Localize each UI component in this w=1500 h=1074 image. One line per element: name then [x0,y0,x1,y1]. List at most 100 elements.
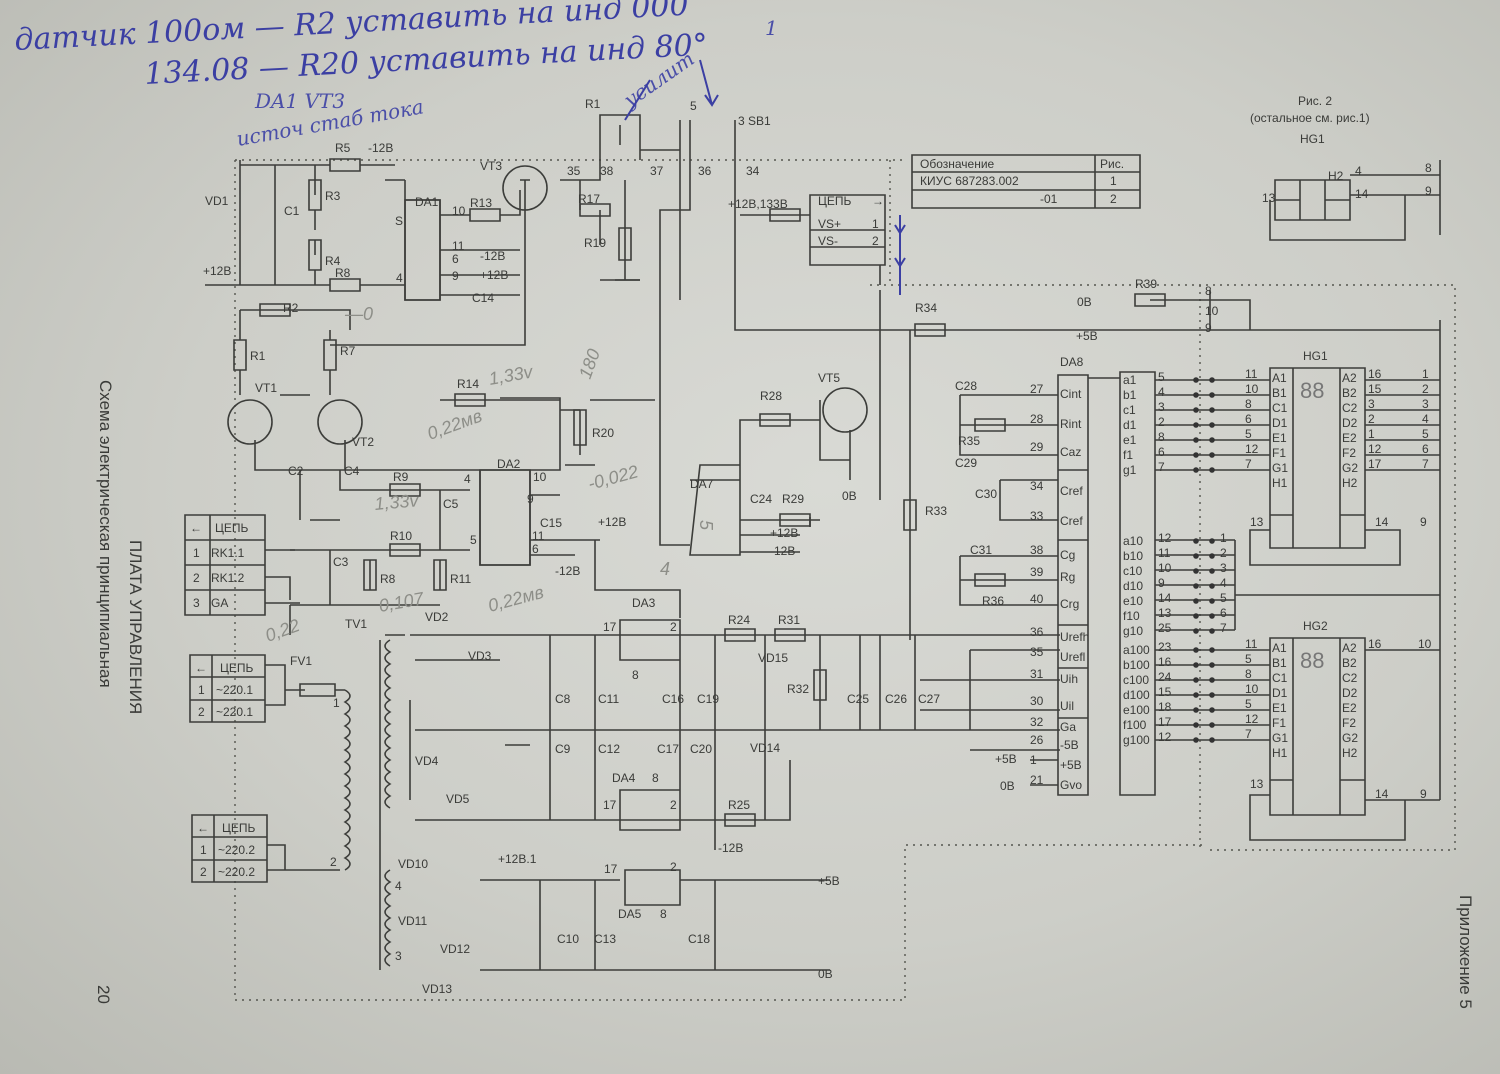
da8-pin-number: 27 [1030,382,1044,396]
segment-pin: H1 [1272,476,1288,490]
da8-part-label: R35 [958,434,980,448]
da8-output-name: a100 [1123,643,1150,657]
connector-net: RK1.2 [211,571,245,585]
seven-segment-digits: 88 [1300,648,1324,673]
component-label: C1 [284,204,300,218]
component-label: R8 [335,266,351,280]
segment-pin-number: 5 [1245,697,1252,711]
da8-output-name: d10 [1123,579,1143,593]
component-label: 2 [670,620,677,634]
component-label: C14 [472,291,494,305]
junction-dot [1209,568,1215,574]
component-label: 9 [452,269,459,283]
junction-dot [1209,377,1215,383]
da8-output-pin: 11 [1158,546,1171,560]
da8-output-name: f100 [1123,718,1147,732]
component-label: VD14 [750,741,780,755]
component-label: VD12 [440,942,470,956]
component-label: DA3 [632,596,656,610]
component-label: C8 [555,692,571,706]
da8-pin-name: Gvo [1060,778,1082,792]
component-label: C25 [847,692,869,706]
segment-pin: G1 [1272,461,1288,475]
figure-pin-label: 8 [1425,161,1432,175]
da8-output-name: a1 [1123,373,1137,387]
segment-pin: H2 [1342,476,1358,490]
segment-pin-number: 8 [1245,397,1252,411]
bus-pin: 5 [1220,591,1227,605]
da8-part-label: C31 [970,543,992,557]
segment-pin: H1 [1272,746,1288,760]
da8-pin-name: Uih [1060,672,1078,686]
segment-pin-number: 16 [1368,637,1382,651]
connector-arrow: → [872,194,884,208]
da8-output-pin: 4 [1158,385,1165,399]
figure-pin-label: 4 [1355,164,1362,178]
component-label: 10 [533,470,547,484]
da8-part-label: C30 [975,487,997,501]
component-label: C11 [598,692,619,706]
da8-pin-name: Rg [1060,570,1075,584]
component-label: R14 [457,377,479,391]
wires [184,114,1441,971]
junction-dot [1193,467,1199,473]
connector-arrow: ← [195,661,207,675]
component-label: R33 [925,504,947,518]
segment-pin-number: 12 [1245,442,1259,456]
board-title: ПЛАТА УПРАВЛЕНИЯ [126,540,145,714]
component-label: 5 [470,533,477,547]
da8-output-name: g10 [1123,624,1143,638]
da8-output-pin: 10 [1158,561,1172,575]
da8-output-pin: 24 [1158,670,1172,684]
component-label: 8 [1205,284,1212,298]
component-label: HG2 [1303,619,1328,633]
component-label: -12В [368,141,393,155]
segment-pin-number: 17 [1368,457,1382,471]
da8-pin-name: Cref [1060,514,1083,528]
component-label: R13 [470,196,492,210]
component-label: R8 [380,572,396,586]
bus-pin: 1 [1422,367,1429,381]
pin-label: 13 [1250,515,1264,529]
component-label: +12В,133В [728,197,788,211]
component-label: C5 [443,497,459,511]
component-label: +12В [203,264,231,278]
da8-output-name: f10 [1123,609,1140,623]
table-cell: -01 [1040,192,1058,206]
component-label: VD1 [205,194,229,208]
segment-pin: B2 [1342,386,1357,400]
connector-pin: 2 [198,705,205,719]
junction-dot [1209,692,1215,698]
connector-net: GA [211,596,228,610]
pin-label: 9 [1420,515,1427,529]
da8-pin-name: +5В [1060,758,1082,772]
component-label: 10 [1205,304,1219,318]
da8-pin-number: 28 [1030,412,1044,426]
junction-dot [1193,598,1199,604]
da8-part-label: C29 [955,456,977,470]
da8-pin-name: Uil [1060,699,1074,713]
component-label: 0В [818,967,833,981]
bus-pin: 6 [1422,442,1429,456]
segment-pin: D2 [1342,686,1358,700]
connector-header: ЦЕПЬ [222,821,256,835]
pencil-note: 1,33v [374,490,421,514]
bus-pin: 6 [1220,606,1227,620]
bus-pin: 4 [1422,412,1429,426]
component-label: 11 [452,239,465,253]
da8-output-pin: 5 [1158,370,1165,384]
component-label: C20 [690,742,712,756]
bus-pin: 5 [1422,427,1429,441]
da8-pin-number: 31 [1030,667,1044,681]
component-label: C26 [885,692,907,706]
segment-pin-number: 3 [1368,397,1375,411]
da8-pin-number: 34 [1030,479,1044,493]
component-label: C16 [662,692,684,706]
da8-output-pin: 7 [1158,460,1165,474]
da8-output-pin: 9 [1158,576,1165,590]
junction-dot [1209,538,1215,544]
connector-pin: 2 [193,571,200,585]
segment-pin-number: 10 [1245,682,1259,696]
figure-pin-label: 9 [1425,184,1432,198]
component-label: C27 [918,692,940,706]
